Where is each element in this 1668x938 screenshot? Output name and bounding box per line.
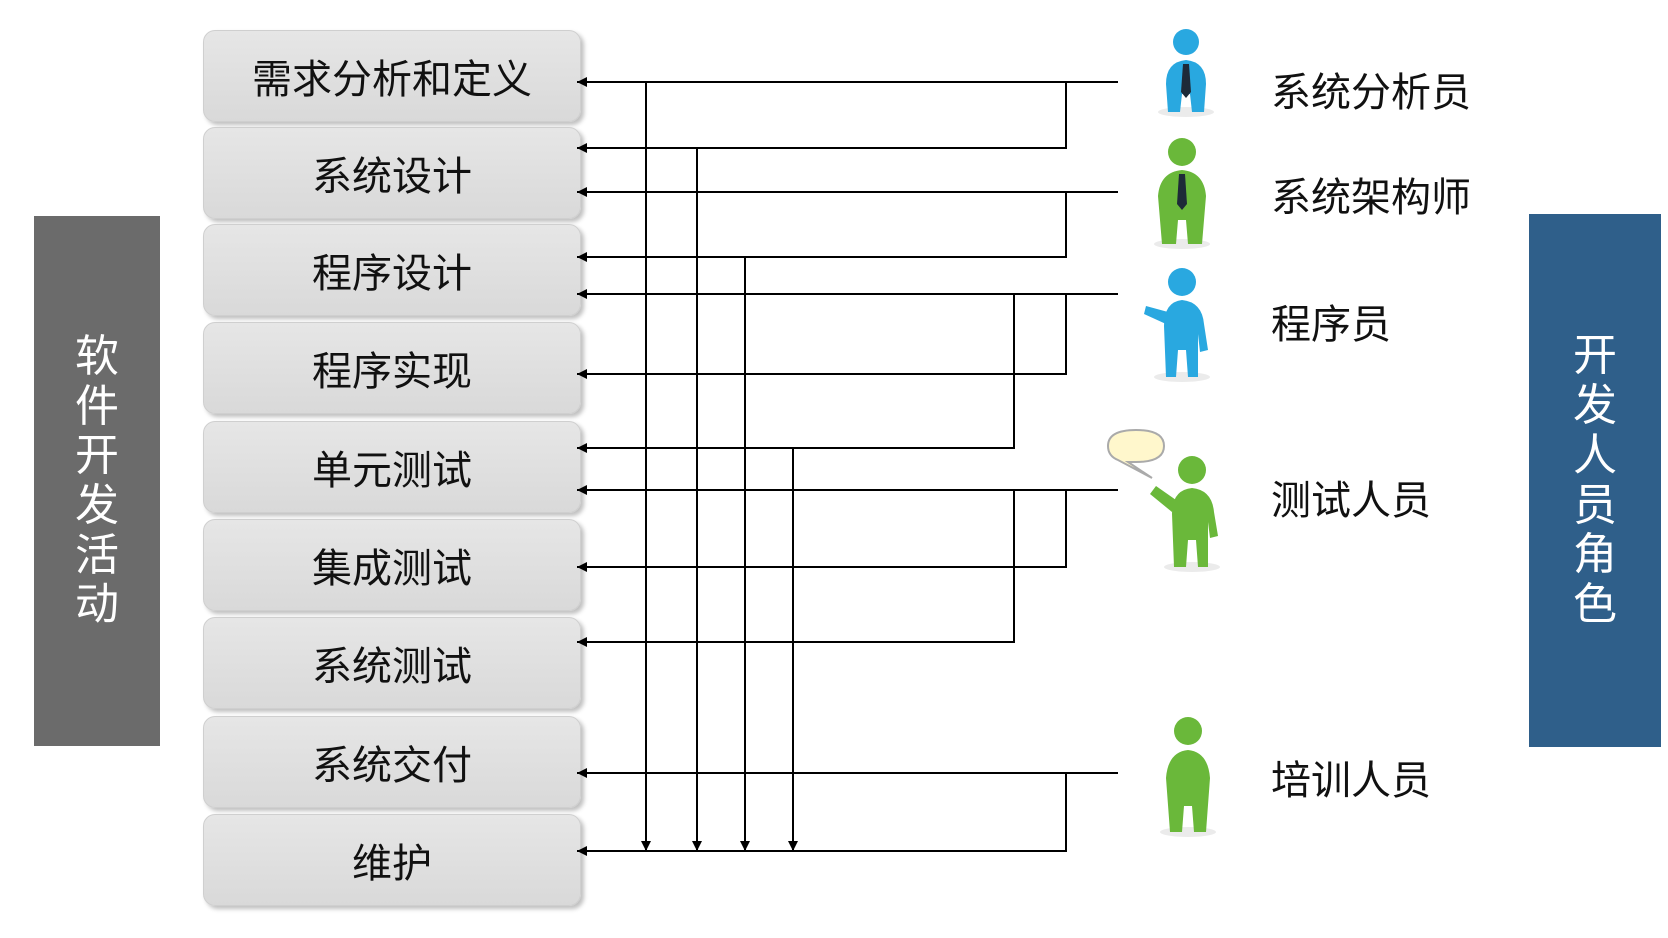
arrow-programmer-unit-testing — [577, 294, 1015, 453]
activity-label: 维护 — [352, 841, 432, 887]
person-green-icon — [1160, 717, 1216, 837]
activity-label: 需求分析和定义 — [252, 57, 532, 103]
bar-character: 动 — [75, 579, 119, 631]
activity-label: 系统设计 — [312, 154, 472, 200]
activity-label: 集成测试 — [312, 546, 472, 592]
role-label-analyst: 系统分析员 — [1271, 70, 1471, 116]
bar-character: 开 — [1573, 330, 1617, 382]
bar-character: 发 — [1573, 380, 1617, 432]
activity-label: 系统交付 — [312, 743, 472, 789]
bar-character: 开 — [75, 430, 119, 482]
person-blue-pointing-icon — [1144, 268, 1210, 382]
activity-unit-testing: 单元测试 — [203, 421, 581, 513]
bar-character: 件 — [75, 380, 119, 432]
bar-character: 活 — [75, 529, 119, 581]
activity-requirements: 需求分析和定义 — [203, 30, 581, 122]
developer-roles-label: 开发人员角色 — [1573, 331, 1617, 629]
activity-delivery: 系统交付 — [203, 716, 581, 808]
activity-label: 程序实现 — [312, 349, 472, 395]
person-blue-tie-icon — [1158, 29, 1214, 117]
developer-roles-bar: 开发人员角色 — [1529, 214, 1661, 747]
bar-character: 人 — [1573, 429, 1617, 481]
person-green-tie-icon — [1154, 138, 1210, 249]
activity-implementation: 程序实现 — [203, 322, 581, 414]
arrow-analyst-system-design — [577, 82, 1067, 153]
arrow-programmer-implementation — [577, 294, 1067, 379]
bar-character: 色 — [1573, 578, 1617, 630]
person-green-speech-bubble-icon — [1106, 428, 1220, 572]
arrow-trainer-maintenance — [577, 773, 1067, 856]
bar-character: 软 — [75, 330, 119, 382]
activity-label: 系统测试 — [312, 644, 472, 690]
role-label-tester: 测试人员 — [1271, 478, 1431, 524]
arrow-tester-system-testing — [577, 490, 1015, 647]
activity-program-design: 程序设计 — [203, 224, 581, 316]
role-label-trainer: 培训人员 — [1271, 758, 1431, 804]
activity-maintenance: 维护 — [203, 814, 581, 906]
software-activities-label: 软件开发活动 — [75, 332, 119, 630]
activity-integration-testing: 集成测试 — [203, 519, 581, 611]
connector-lines — [577, 77, 1118, 856]
role-label-architect: 系统架构师 — [1271, 175, 1471, 221]
activity-label: 单元测试 — [312, 448, 472, 494]
role-label-programmer: 程序员 — [1271, 302, 1391, 348]
bar-character: 发 — [75, 480, 119, 531]
activity-label: 程序设计 — [312, 251, 472, 297]
bar-character: 员 — [1573, 479, 1617, 531]
bar-character: 角 — [1573, 529, 1617, 581]
activity-system-testing: 系统测试 — [203, 617, 581, 709]
arrow-architect-program-design — [577, 192, 1067, 262]
activity-system-design: 系统设计 — [203, 127, 581, 219]
software-activities-bar: 软件开发活动 — [34, 216, 160, 746]
arrow-tester-integration-testing — [577, 490, 1067, 572]
